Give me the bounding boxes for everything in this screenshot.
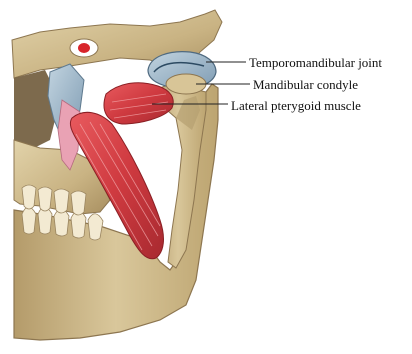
label-temporomandibular-joint: Temporomandibular joint bbox=[249, 55, 382, 70]
label-mandibular-condyle: Mandibular condyle bbox=[253, 77, 358, 92]
label-lateral-pterygoid-muscle: Lateral pterygoid muscle bbox=[231, 98, 361, 113]
